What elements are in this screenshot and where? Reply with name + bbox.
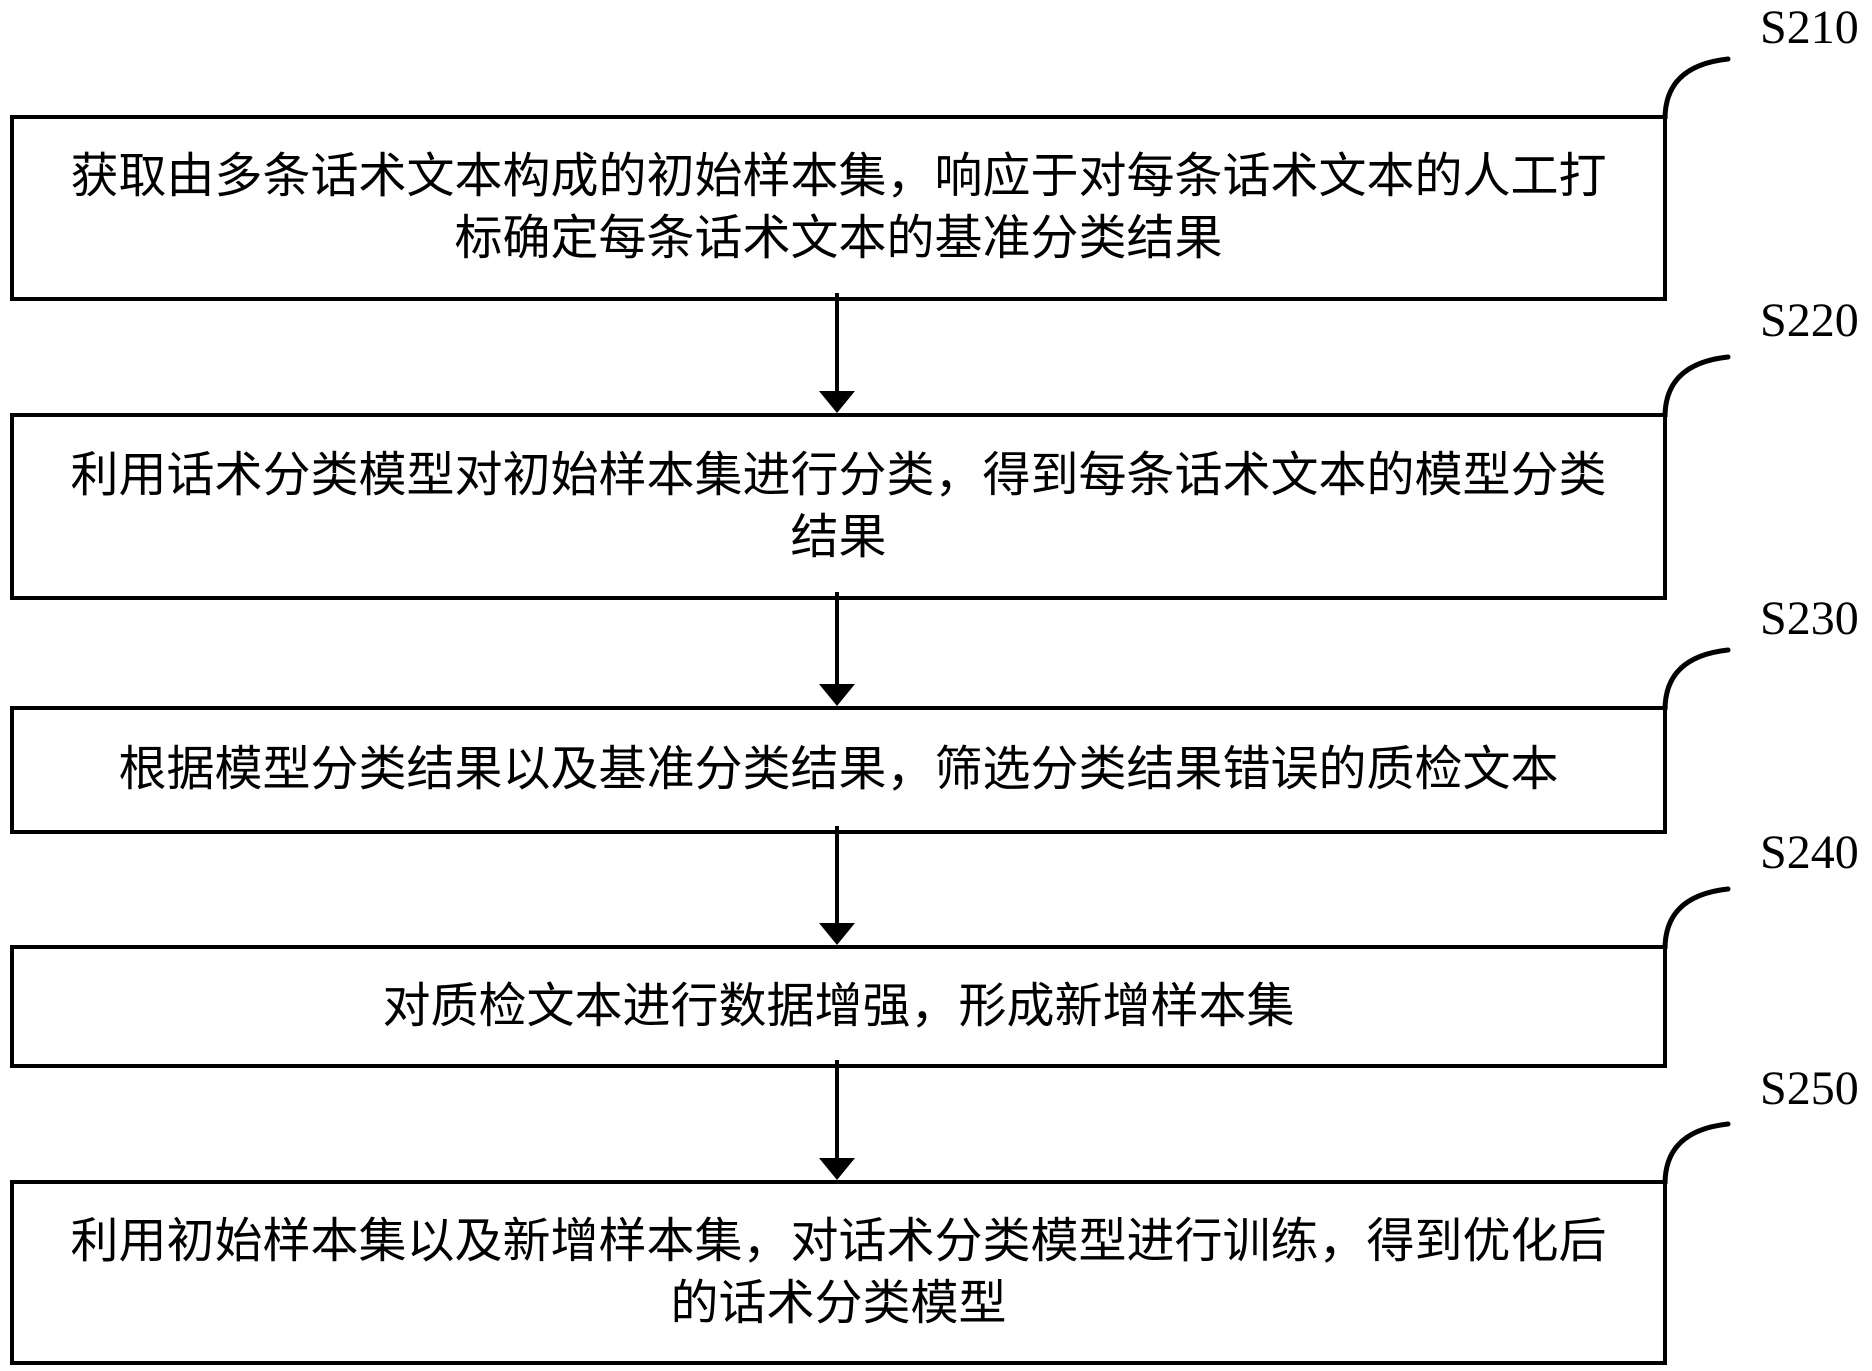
flow-arrow-2-line	[835, 592, 839, 686]
flow-arrow-1-line	[835, 293, 839, 393]
step-connector-curve	[1662, 56, 1731, 119]
arrow-down-icon	[819, 391, 855, 413]
step-connector-curve	[1662, 354, 1731, 417]
flow-step-text: 结果	[790, 510, 887, 564]
arrow-down-icon	[819, 923, 855, 945]
step-label-s220: S220	[1760, 294, 1859, 347]
step-connector-curve	[1662, 1121, 1731, 1184]
arrow-down-icon	[819, 684, 855, 706]
flow-step-text: 获取由多条话术文本构成的初始样本集，响应于对每条话术文本的人工打	[70, 150, 1607, 203]
flow-step-text: 对质检文本进行数据增强，形成新增样本集	[382, 979, 1295, 1033]
flow-step-box-s240: 对质检文本进行数据增强，形成新增样本集	[10, 945, 1667, 1068]
step-connector-curve	[1662, 886, 1731, 949]
flow-step-text: 利用话术分类模型对初始样本集进行分类，得到每条话术文本的模型分类	[70, 448, 1607, 502]
flow-step-box-s250: 利用初始样本集以及新增样本集，对话术分类模型进行训练，得到优化后 的话术分类模型	[10, 1180, 1667, 1365]
step-connector-curve	[1662, 647, 1731, 710]
flow-step-text: 根据模型分类结果以及基准分类结果，筛选分类结果错误的质检文本	[118, 743, 1559, 796]
flow-step-box-s220: 利用话术分类模型对初始样本集进行分类，得到每条话术文本的模型分类 结果	[10, 413, 1667, 600]
step-label-s210: S210	[1760, 1, 1859, 54]
step-label-s250: S250	[1760, 1062, 1859, 1115]
flow-step-text: 利用初始样本集以及新增样本集，对话术分类模型进行训练，得到优化后	[70, 1214, 1607, 1268]
flow-step-text: 的话术分类模型	[670, 1276, 1007, 1330]
flow-step-text: 标确定每条话术文本的基准分类结果	[454, 212, 1223, 265]
step-label-s240: S240	[1760, 826, 1859, 879]
flow-step-box-s210: 获取由多条话术文本构成的初始样本集，响应于对每条话术文本的人工打 标确定每条话术…	[10, 115, 1667, 301]
arrow-down-icon	[819, 1158, 855, 1180]
step-label-s230: S230	[1760, 592, 1859, 645]
flow-arrow-3-line	[835, 826, 839, 925]
flow-arrow-4-line	[835, 1060, 839, 1160]
flow-step-box-s230: 根据模型分类结果以及基准分类结果，筛选分类结果错误的质检文本	[10, 706, 1667, 834]
